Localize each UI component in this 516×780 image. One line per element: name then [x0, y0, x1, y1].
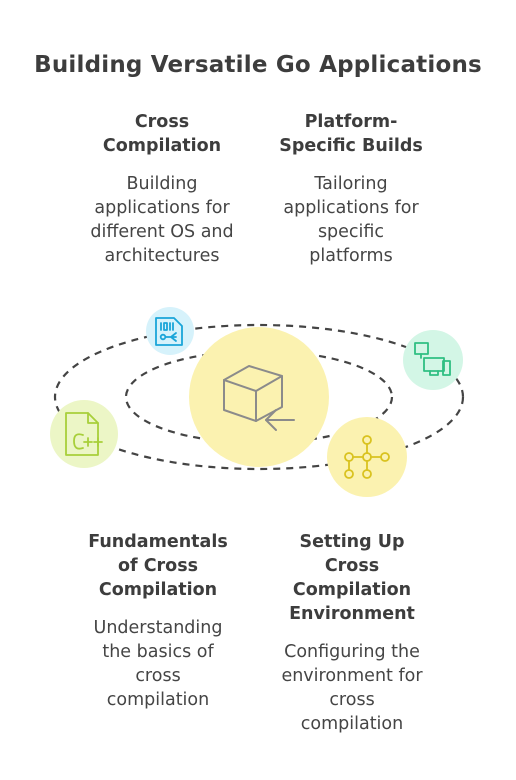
cpp-file-node — [50, 400, 118, 468]
heading-fundamentals: Fundamentals of Cross Compilation — [58, 530, 258, 602]
description-cross-compilation: Building applications for different OS a… — [62, 172, 262, 268]
flow-nodes-node — [327, 417, 407, 497]
heading-setting-up: Setting Up Cross Compilation Environment — [252, 530, 452, 626]
heading-line: Compilation — [292, 580, 412, 600]
heading-line: Compilation — [98, 580, 218, 600]
block-platform-specific-builds: Platform- Specific Builds Tailoring appl… — [251, 110, 451, 268]
description-line: the basics of — [102, 642, 214, 662]
description-line: Building — [126, 174, 198, 194]
heading-line: Specific Builds — [279, 136, 423, 156]
cube-arrow-icon — [223, 365, 295, 431]
description-line: architectures — [104, 246, 220, 266]
center-circle — [189, 327, 329, 467]
description-line: environment for — [281, 666, 423, 686]
description-line: specific — [317, 222, 385, 242]
heading-line: of Cross — [117, 556, 199, 576]
flow-nodes-icon — [344, 435, 390, 479]
description-line: different OS and — [90, 222, 234, 242]
devices-network-node — [403, 330, 463, 390]
outer-orbit — [53, 323, 465, 471]
heading-line: Fundamentals — [88, 532, 228, 552]
block-setting-up: Setting Up Cross Compilation Environment… — [252, 530, 452, 736]
heading-platform-specific-builds: Platform- Specific Builds — [251, 110, 451, 158]
description-fundamentals: Understanding the basics of cross compil… — [58, 616, 258, 712]
description-setting-up: Configuring the environment for cross co… — [252, 640, 452, 736]
binary-file-icon — [155, 317, 183, 346]
heading-line: Cross — [324, 556, 380, 576]
devices-network-icon — [414, 342, 451, 376]
description-line: applications for — [94, 198, 230, 218]
cpp-file-icon — [65, 412, 103, 456]
description-line: applications for — [283, 198, 419, 218]
heading-line: Cross — [134, 112, 190, 132]
heading-line: Environment — [289, 604, 415, 624]
description-line: compilation — [300, 714, 404, 734]
description-line: cross — [329, 690, 375, 710]
description-line: cross — [135, 666, 181, 686]
description-platform-specific-builds: Tailoring applications for specific plat… — [251, 172, 451, 268]
heading-line: Platform- — [304, 112, 398, 132]
page-title: Building Versatile Go Applications — [34, 52, 482, 78]
heading-cross-compilation: Cross Compilation — [62, 110, 262, 158]
description-line: Understanding — [93, 618, 223, 638]
heading-line: Setting Up — [299, 532, 405, 552]
description-line: Tailoring — [314, 174, 388, 194]
heading-line: Compilation — [102, 136, 222, 156]
description-line: platforms — [309, 246, 393, 266]
block-cross-compilation: Cross Compilation Building applications … — [62, 110, 262, 268]
description-line: Configuring the — [284, 642, 420, 662]
binary-file-node — [146, 307, 194, 355]
block-fundamentals: Fundamentals of Cross Compilation Unders… — [58, 530, 258, 712]
description-line: compilation — [106, 690, 210, 710]
